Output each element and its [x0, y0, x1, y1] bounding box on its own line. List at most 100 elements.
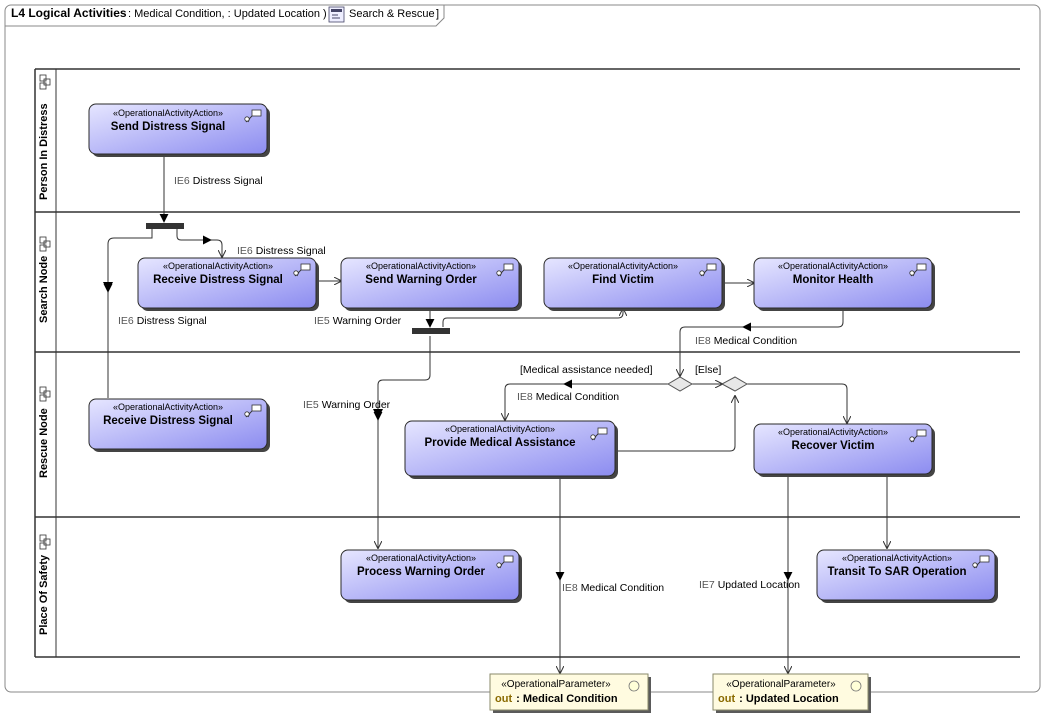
actions: «OperationalActivityAction» Send Distres… — [88, 103, 998, 603]
flow-text: Distress Signal — [137, 315, 207, 327]
frame-diagram-name: Search & Rescue — [349, 8, 435, 20]
action-stereotype: «OperationalActivityAction» — [366, 553, 476, 563]
flow-code: IE6 — [237, 245, 253, 257]
frame-close-bracket: ] — [436, 8, 439, 20]
action-process-warning-order[interactable]: «OperationalActivityAction» Process Warn… — [340, 549, 522, 603]
action-stereotype: «OperationalActivityAction» — [778, 261, 888, 271]
action-recover-victim[interactable]: «OperationalActivityAction» Recover Vict… — [753, 423, 935, 477]
action-monitor-health[interactable]: «OperationalActivityAction» Monitor Heal… — [753, 257, 935, 311]
lane-partition-icon — [39, 74, 51, 90]
flow-code: IE5 — [314, 315, 330, 327]
action-send-warning-order[interactable]: «OperationalActivityAction» Send Warning… — [340, 257, 522, 311]
action-receive-distress-signal-rescue[interactable]: «OperationalActivityAction» Receive Dist… — [88, 398, 270, 452]
flows — [103, 156, 887, 673]
flow-direction-markers — [103, 282, 383, 419]
parameter-label: out : Medical Condition — [495, 693, 618, 705]
parameter-label: out : Updated Location — [718, 693, 839, 705]
flow-text: Warning Order — [333, 315, 402, 327]
action-name: Provide Medical Assistance — [424, 437, 575, 449]
flow-text: Medical Condition — [714, 335, 798, 347]
action-receive-distress-signal-search[interactable]: «OperationalActivityAction» Receive Dist… — [137, 257, 319, 311]
parameter-icon — [850, 680, 862, 692]
parameter-name: : Updated Location — [739, 693, 839, 705]
lane-label: Rescue Node — [38, 408, 50, 478]
lane-rescue-node[interactable]: Rescue Node — [38, 386, 51, 478]
flow-labels: IE6 Distress Signal IE6 Distress Signal … — [118, 175, 800, 594]
action-provide-medical-assistance[interactable]: «OperationalActivityAction» Provide Medi… — [404, 420, 618, 479]
action-name: Send Warning Order — [365, 274, 477, 286]
diagram-frame: L4 Logical Activities : Medical Conditio… — [4, 4, 1041, 693]
swimlanes: Person In Distress Search Node Rescue No… — [34, 68, 1020, 658]
frame-kind-label: L4 Logical Activities — [11, 6, 127, 20]
flow-code: IE8 — [695, 335, 711, 347]
parameter-stereotype: «OperationalParameter» — [501, 679, 611, 690]
flow-text: Warning Order — [322, 399, 391, 411]
merge-node[interactable] — [720, 376, 748, 392]
parameter-updated-location[interactable]: «OperationalParameter» out : Updated Loca… — [712, 673, 871, 713]
action-name: Send Distress Signal — [111, 121, 225, 133]
flow-label-f8: IE8 Medical Condition — [562, 582, 664, 594]
action-transit-to-sar-operation[interactable]: «OperationalActivityAction» Transit To S… — [816, 549, 998, 603]
flow-provide-medical-to-merge[interactable] — [617, 396, 735, 452]
flow-label-f1: IE6 Distress Signal — [174, 175, 263, 187]
action-name: Recover Victim — [792, 440, 875, 452]
flow-fork2-to-find-victim[interactable] — [442, 309, 623, 327]
action-find-victim[interactable]: «OperationalActivityAction» Find Victim — [543, 257, 725, 311]
lane-place-of-safety[interactable]: Place Of Safety — [38, 534, 51, 635]
flow-code: IE7 — [699, 579, 715, 591]
action-name: Receive Distress Signal — [103, 415, 233, 427]
action-stereotype: «OperationalActivityAction» — [163, 261, 273, 271]
flow-fork-to-receive-rescue[interactable] — [107, 229, 153, 398]
flow-text: Medical Condition — [581, 582, 665, 594]
action-stereotype: «OperationalActivityAction» — [778, 427, 888, 437]
action-name: Process Warning Order — [357, 566, 486, 578]
flow-monitor-to-decision[interactable] — [680, 309, 844, 376]
frame-params-text: : Medical Condition, : Updated Location … — [128, 8, 333, 20]
fork-bar[interactable] — [412, 328, 450, 334]
flow-decision-to-provide-medical[interactable] — [505, 383, 668, 420]
decision-node[interactable] — [667, 376, 693, 392]
flow-code: IE6 — [118, 315, 134, 327]
lane-partition-icon — [39, 236, 51, 252]
action-stereotype: «OperationalActivityAction» — [113, 108, 223, 118]
lane-label: Place Of Safety — [38, 554, 50, 635]
flow-label-f2: IE6 Distress Signal — [237, 245, 326, 257]
flow-label-f6: IE5 Warning Order — [303, 399, 391, 411]
lane-partition-icon — [39, 386, 51, 402]
action-send-distress-signal[interactable]: «OperationalActivityAction» Send Distres… — [88, 103, 270, 157]
parameter-icon — [628, 680, 640, 692]
flow-label-f9: IE7 Updated Location — [699, 579, 800, 591]
parameter-direction: out — [495, 693, 512, 705]
action-name: Transit To SAR Operation — [827, 566, 966, 578]
flow-fork2-to-process-warning[interactable] — [378, 336, 431, 548]
activity-parameters: «OperationalParameter» out : Medical Cond… — [489, 673, 871, 713]
action-stereotype: «OperationalActivityAction» — [113, 402, 223, 412]
flow-merge-to-recover[interactable] — [747, 383, 847, 423]
flow-label-f4: IE5 Warning Order — [314, 315, 402, 327]
action-name: Monitor Health — [793, 274, 874, 286]
parameter-name: : Medical Condition — [516, 693, 618, 705]
guard-medical-needed: [Medical assistance needed] — [520, 364, 653, 376]
parameter-stereotype: «OperationalParameter» — [726, 679, 836, 690]
action-stereotype: «OperationalActivityAction» — [842, 553, 952, 563]
flow-code: IE8 — [517, 391, 533, 403]
lane-label: Person In Distress — [38, 103, 50, 200]
flow-text: Distress Signal — [256, 245, 326, 257]
parameter-medical-condition[interactable]: «OperationalParameter» out : Medical Cond… — [489, 673, 651, 713]
action-stereotype: «OperationalActivityAction» — [568, 261, 678, 271]
flow-text: Distress Signal — [193, 175, 263, 187]
flow-label-f7: IE8 Medical Condition — [517, 391, 619, 403]
lane-person-in-distress[interactable]: Person In Distress — [38, 74, 51, 200]
action-stereotype: «OperationalActivityAction» — [366, 261, 476, 271]
action-name: Receive Distress Signal — [153, 274, 283, 286]
activity-diagram-icon — [328, 6, 345, 23]
lane-search-node[interactable]: Search Node — [38, 236, 51, 323]
flow-text: Medical Condition — [536, 391, 620, 403]
flow-code: IE5 — [303, 399, 319, 411]
fork-bar[interactable] — [146, 223, 184, 229]
action-name: Find Victim — [592, 274, 654, 286]
flow-label-f5: IE8 Medical Condition — [695, 335, 797, 347]
guard-else: [Else] — [695, 364, 721, 376]
parameter-direction: out — [718, 693, 735, 705]
